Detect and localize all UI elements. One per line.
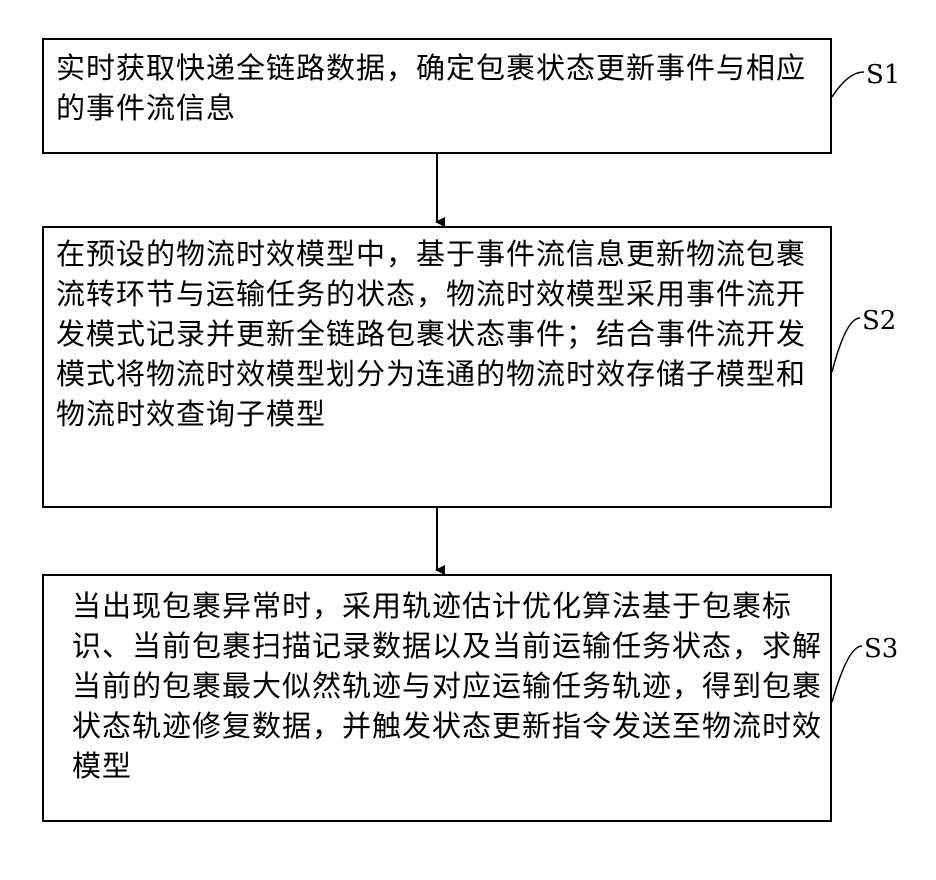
step-label-s1: S1 xyxy=(866,60,900,90)
step-label-s2: S2 xyxy=(862,306,896,336)
leader-line-s3 xyxy=(832,646,862,702)
leader-line-s2 xyxy=(832,318,860,372)
leader-line-s1 xyxy=(832,72,864,97)
step-label-s3: S3 xyxy=(864,634,898,664)
